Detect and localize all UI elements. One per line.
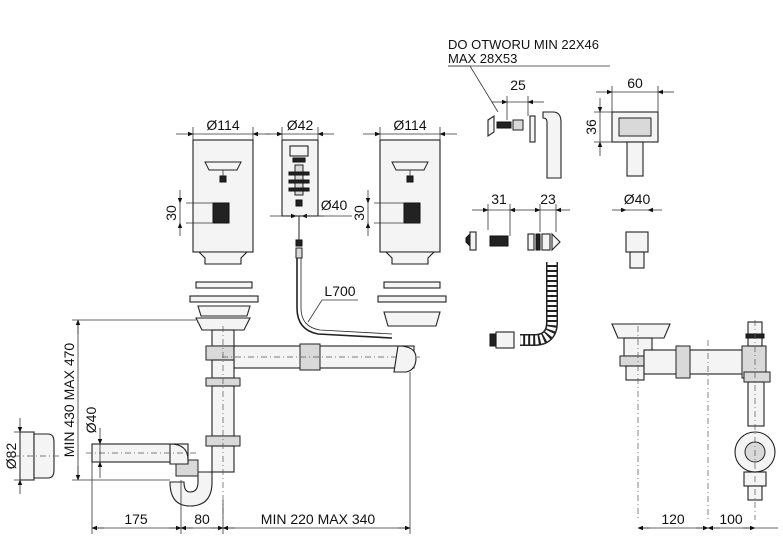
dim-l700: L700 xyxy=(324,283,355,299)
right-strainer-top xyxy=(379,139,441,265)
dim-d40-plug: Ø40 xyxy=(321,197,348,213)
dim-30-left: 30 xyxy=(163,205,179,221)
dim-80: 80 xyxy=(194,511,210,527)
overflow-grille xyxy=(611,111,659,177)
l700-cable xyxy=(296,258,393,339)
wall-rosette xyxy=(14,431,60,481)
dim-d114-right: Ø114 xyxy=(393,117,426,133)
left-strainer-top xyxy=(192,139,254,265)
dim-d42: Ø42 xyxy=(287,117,314,133)
dim-min220-max340: MIN 220 MAX 340 xyxy=(261,511,376,527)
note-hole-line1: DO OTWORU MIN 22X46 xyxy=(448,37,599,52)
dim-23: 23 xyxy=(540,191,556,207)
dim-height-min430-max470: MIN 430 MAX 470 xyxy=(61,343,77,458)
dim-175: 175 xyxy=(124,511,148,527)
side-view-assembly xyxy=(611,320,776,520)
dim-100: 100 xyxy=(719,511,743,527)
dim-30-right: 30 xyxy=(351,205,367,221)
overflow-plug xyxy=(281,139,319,259)
overflow-connector-parts xyxy=(465,231,561,252)
dim-d40-outlet: Ø40 xyxy=(83,407,99,434)
dim-d40-connector: Ø40 xyxy=(624,191,651,207)
dim-d114-left: Ø114 xyxy=(206,117,239,133)
dim-31: 31 xyxy=(491,191,507,207)
dim-60: 60 xyxy=(627,75,643,91)
overflow-connector-d40 xyxy=(625,231,649,269)
note-hole-line2: MAX 28X53 xyxy=(448,51,517,66)
overflow-corrugated-hose xyxy=(489,262,558,349)
dim-25: 25 xyxy=(510,77,526,93)
dim-36: 36 xyxy=(583,119,599,135)
dimension-lines xyxy=(14,65,778,534)
main-siphon-assembly xyxy=(86,317,420,520)
dim-120: 120 xyxy=(661,511,685,527)
left-strainer-lower xyxy=(189,281,259,317)
dim-d82: Ø82 xyxy=(3,443,19,470)
overflow-parts xyxy=(487,111,562,179)
right-strainer-lower xyxy=(377,281,447,327)
